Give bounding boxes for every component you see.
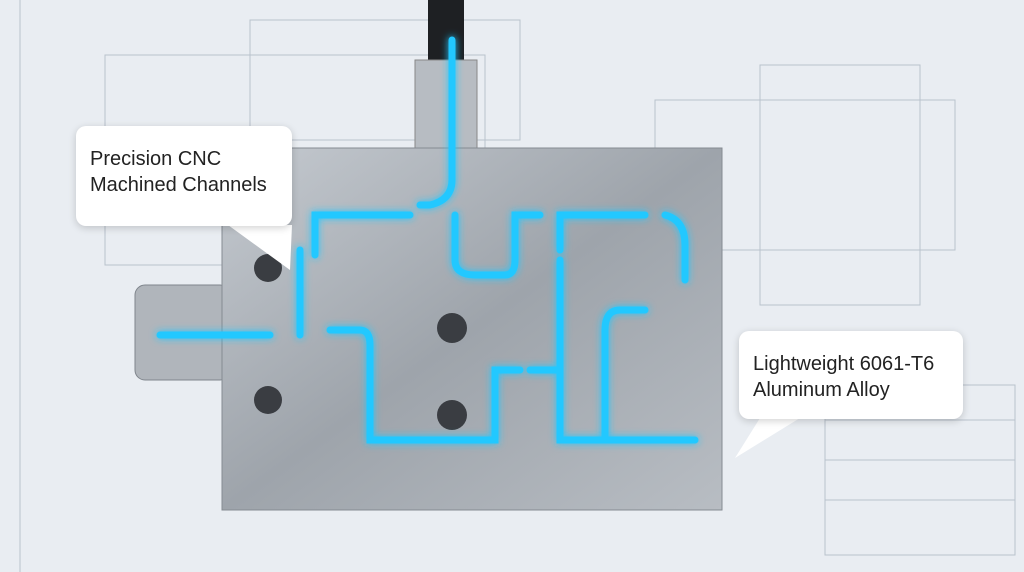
aluminum-block [221,147,723,511]
callout-pointer [228,225,292,270]
callout-line: Aluminum Alloy [753,379,890,401]
callout-pointer [735,418,800,458]
callout-aluminum-alloy: Lightweight 6061-T6 Aluminum Alloy [739,331,963,419]
pipe [428,0,464,70]
ports [254,254,467,430]
callout-cnc-channels: Precision CNC Machined Channels [76,126,292,226]
callout-line: Precision CNC [90,148,222,170]
callout-line: Lightweight 6061-T6 [753,353,935,375]
callout-line: Machined Channels [90,174,267,196]
flow-channels [156,36,699,444]
